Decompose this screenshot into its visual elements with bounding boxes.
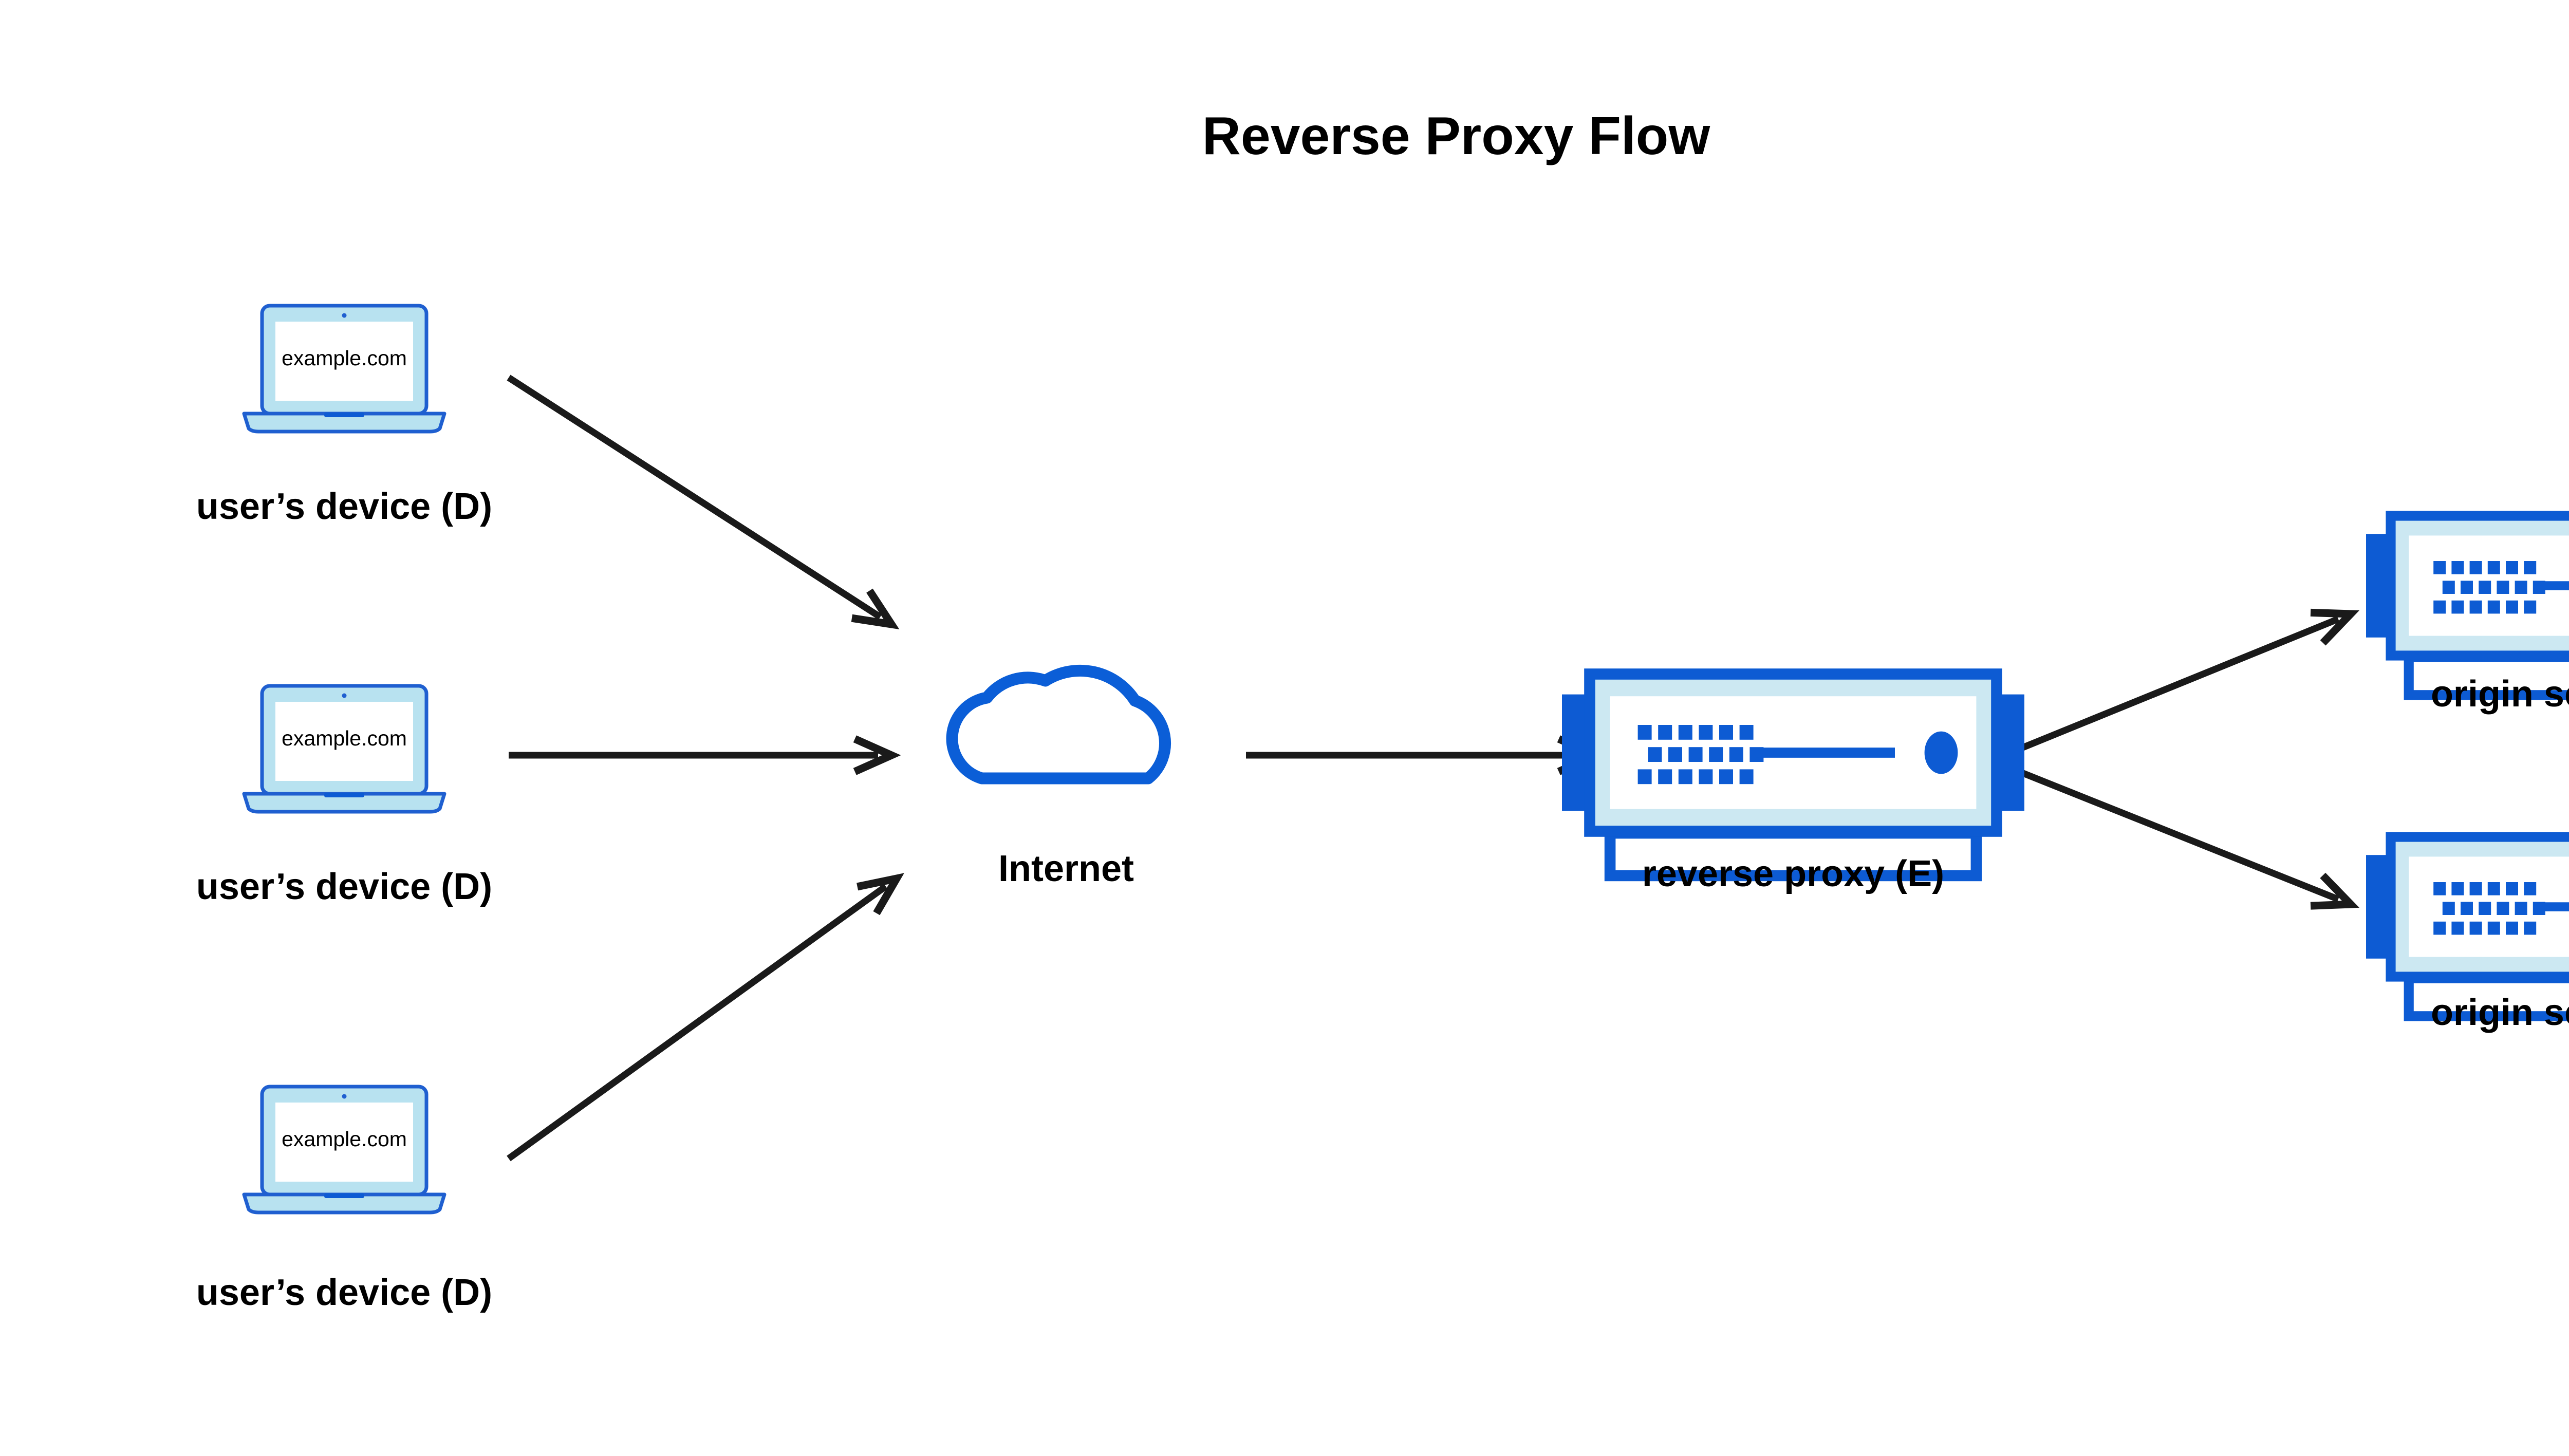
laptop-screen-text: example.com xyxy=(282,1127,407,1151)
server-led-grid-icon xyxy=(1637,725,1764,785)
laptop-base xyxy=(242,1192,446,1215)
laptop-screen xyxy=(275,322,413,401)
cloud-outline xyxy=(946,664,1171,785)
label-device-bottom: user’s device (D) xyxy=(196,1272,492,1313)
server-shelf xyxy=(2404,973,2569,1021)
label-internet-cloud: Internet xyxy=(998,848,1134,889)
arrow-shaft xyxy=(2002,615,2340,759)
server-status-indicator-icon xyxy=(1924,731,1958,774)
node-device-middle[interactable]: example.com user’s device (D) xyxy=(196,684,492,907)
arrow-shaft xyxy=(507,375,882,620)
arrow-shaft xyxy=(507,883,888,1162)
label-origin-bottom: origin server (F) xyxy=(2431,992,2569,1033)
node-internet-cloud[interactable]: Internet xyxy=(946,664,1171,889)
label-device-middle: user’s device (D) xyxy=(196,866,492,907)
arrow-reverse-proxy-to-origin-top xyxy=(2002,608,2360,759)
laptop-notch xyxy=(324,413,364,417)
laptop-notch xyxy=(324,793,364,797)
laptop-icon: example.com xyxy=(242,1085,446,1215)
arrow-shaft xyxy=(2002,762,2340,903)
laptop-screen-text: example.com xyxy=(282,726,407,750)
laptop-camera-icon xyxy=(342,693,347,698)
arrow-device-bottom-to-internet xyxy=(507,873,904,1162)
laptop-screen xyxy=(275,702,413,781)
arrow-device-middle-to-internet xyxy=(509,735,901,775)
laptop-screen-text: example.com xyxy=(282,346,407,370)
arrow-head xyxy=(853,735,901,775)
server-shelf xyxy=(2404,652,2569,700)
arrow-internet-to-reverse-proxy xyxy=(1246,735,1605,775)
server-icon xyxy=(2366,832,2569,1021)
server-icon xyxy=(1562,668,2024,882)
laptop-camera-icon xyxy=(342,313,347,318)
arrow-head xyxy=(857,873,904,916)
page-title: Reverse Proxy Flow xyxy=(1202,106,1711,166)
arrow-head xyxy=(2310,608,2360,646)
node-device-bottom[interactable]: example.com user’s device (D) xyxy=(196,1085,492,1313)
node-origin-top[interactable]: origin server (F) xyxy=(2366,511,2569,715)
connection-arrows xyxy=(507,375,2360,1162)
arrow-head xyxy=(2310,872,2360,910)
label-origin-top: origin server (F) xyxy=(2431,674,2569,715)
laptop-screen xyxy=(275,1103,413,1182)
arrow-reverse-proxy-to-origin-bottom xyxy=(2002,762,2360,910)
arrow-head xyxy=(851,588,900,629)
label-device-top: user’s device (D) xyxy=(196,486,492,527)
node-device-top[interactable]: example.com user’s device (D) xyxy=(196,304,492,527)
node-icons: example.com user’s device (D) example.com u… xyxy=(196,304,2569,1313)
node-reverse-proxy[interactable]: reverse proxy (E) xyxy=(1562,668,2024,894)
laptop-notch xyxy=(324,1193,364,1198)
laptop-base xyxy=(242,412,446,434)
server-led-grid-icon xyxy=(2433,561,2545,614)
label-reverse-proxy: reverse proxy (E) xyxy=(1642,853,1944,894)
arrow-device-top-to-internet xyxy=(507,375,900,629)
laptop-base xyxy=(242,792,446,814)
node-origin-bottom[interactable]: origin server (F) xyxy=(2366,832,2569,1033)
cloud-icon xyxy=(946,664,1171,785)
laptop-camera-icon xyxy=(342,1094,347,1099)
laptop-icon: example.com xyxy=(242,304,446,434)
server-icon xyxy=(2366,511,2569,700)
laptop-icon: example.com xyxy=(242,684,446,814)
